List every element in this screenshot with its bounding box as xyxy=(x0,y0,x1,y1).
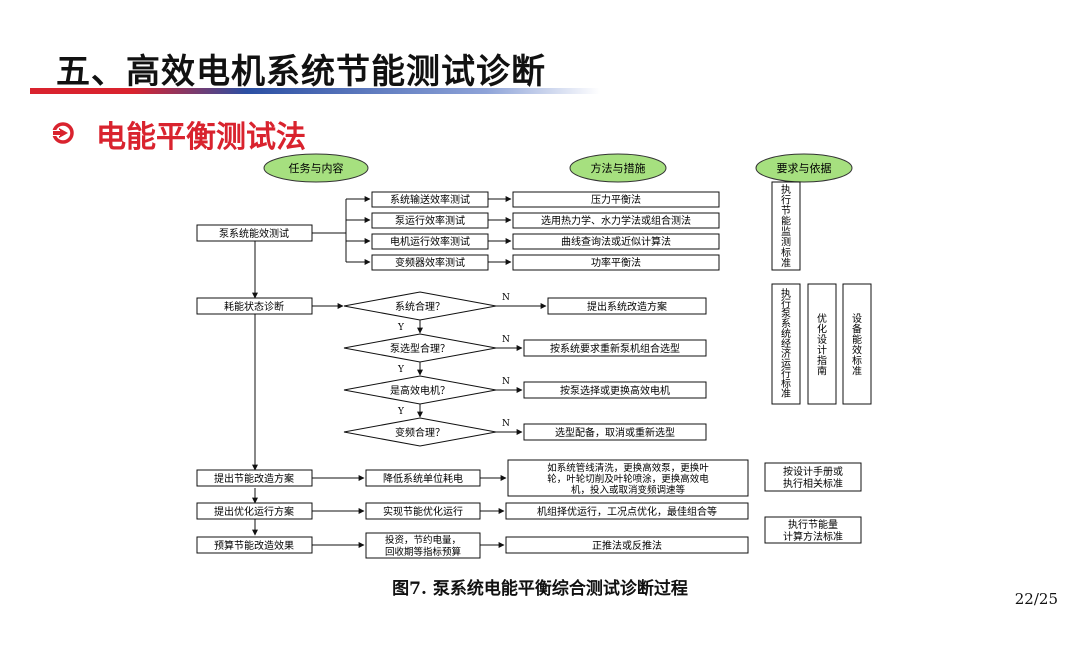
svg-text:方法与措施: 方法与措施 xyxy=(591,161,646,175)
test-system-efficiency: 系统输送效率测试 xyxy=(371,191,489,208)
label-yes: Y xyxy=(397,407,405,417)
test-motor-efficiency: 电机运行效率测试 xyxy=(371,233,489,250)
method-power-balance: 功率平衡法 xyxy=(512,254,720,271)
svg-text:是高效电机？: 是高效电机？ xyxy=(390,384,450,397)
detail-reduce-measures: 如系统管线清洗，更换高效泵，更换叶 轮，叶轮切削及叶轮喷涂，更换高效电 机，投入… xyxy=(507,459,749,497)
svg-text:选型配备，取消或重新选型: 选型配备，取消或重新选型 xyxy=(555,426,675,439)
svg-text:电机运行效率测试: 电机运行效率测试 xyxy=(390,235,470,248)
svg-text:变频器效率测试: 变频器效率测试 xyxy=(395,256,465,269)
title-underline xyxy=(30,88,600,94)
task-pump-efficiency: 泵系统能效测试 xyxy=(196,224,313,242)
svg-text:降低系统单位耗电: 降低系统单位耗电 xyxy=(383,472,463,485)
label-no: N xyxy=(502,377,510,387)
svg-text:实现节能优化运行: 实现节能优化运行 xyxy=(383,505,463,518)
svg-text:执行节能监测标准: 执行节能监测标准 xyxy=(781,183,791,270)
method-pressure-balance: 压力平衡法 xyxy=(512,191,720,208)
svg-text:机，投入或取消变频调速等: 机，投入或取消变频调速等 xyxy=(571,484,686,496)
svg-text:泵选型合理？: 泵选型合理？ xyxy=(390,342,450,355)
header-requirement: 要求与依据 xyxy=(755,153,853,183)
svg-text:系统合理？: 系统合理？ xyxy=(395,300,445,313)
label-no: N xyxy=(502,293,510,303)
figure-caption: 图7. 泵系统电能平衡综合测试诊断过程 xyxy=(392,579,688,599)
standard-equipment-efficiency: 设备能效标准 xyxy=(842,283,872,405)
header-method: 方法与措施 xyxy=(569,153,667,183)
mid-investment-budget: 投资，节约电量， 回收期等指标预算 xyxy=(365,532,481,559)
svg-text:优化设计指南: 优化设计指南 xyxy=(817,312,827,378)
standard-economic-operation: 执行泵系统经济运行标准 xyxy=(771,283,801,405)
arrow-circle-icon xyxy=(52,122,74,144)
header-task: 任务与内容 xyxy=(263,153,369,183)
page-number: 22/25 xyxy=(1014,590,1058,608)
svg-text:按系统要求重新泵机组合选型: 按系统要求重新泵机组合选型 xyxy=(550,342,680,355)
section-subtitle: 电能平衡测试法 xyxy=(96,120,306,155)
standard-design-manual: 按设计手册或 执行相关标准 xyxy=(764,462,862,492)
label-yes: Y xyxy=(397,323,405,333)
decision-system-reasonable: 系统合理？ xyxy=(343,291,497,321)
svg-text:轮，叶轮切削及叶轮喷涂，更换高效电: 轮，叶轮切削及叶轮喷涂，更换高效电 xyxy=(547,473,709,485)
svg-text:计算方法标准: 计算方法标准 xyxy=(783,530,843,543)
label-yes: Y xyxy=(397,365,405,375)
mid-optimize-operation: 实现节能优化运行 xyxy=(365,502,481,520)
decision-inverter-reasonable: 变频合理？ xyxy=(343,417,497,447)
svg-text:执行相关标准: 执行相关标准 xyxy=(783,477,843,490)
label-no: N xyxy=(502,419,510,429)
svg-text:回收期等指标预算: 回收期等指标预算 xyxy=(385,546,461,558)
test-pump-efficiency: 泵运行效率测试 xyxy=(371,212,489,229)
method-thermo-hydro: 选用热力学、水力学法或组合测法 xyxy=(512,212,720,229)
page-title: 五、高效电机系统节能测试诊断 xyxy=(56,52,546,92)
svg-text:耗能状态诊断: 耗能状态诊断 xyxy=(224,300,284,313)
detail-calculation-method: 正推法或反推法 xyxy=(505,536,749,554)
svg-text:任务与内容: 任务与内容 xyxy=(289,161,344,175)
svg-text:如系统管线清洗，更换高效泵，更换叶: 如系统管线清洗，更换高效泵，更换叶 xyxy=(547,462,709,474)
svg-text:按设计手册或: 按设计手册或 xyxy=(783,465,843,478)
standard-design-guide: 优化设计指南 xyxy=(807,283,837,405)
svg-text:系统输送效率测试: 系统输送效率测试 xyxy=(390,193,470,206)
standard-energy-monitoring: 执行节能监测标准 xyxy=(771,181,801,271)
task-state-diagnosis: 耗能状态诊断 xyxy=(196,297,313,315)
task-budget: 预算节能改造效果 xyxy=(196,536,313,554)
svg-text:功率平衡法: 功率平衡法 xyxy=(591,256,641,269)
svg-text:设备能效标准: 设备能效标准 xyxy=(852,313,862,378)
svg-text:提出优化运行方案: 提出优化运行方案 xyxy=(214,505,294,518)
svg-text:机组择优运行，工况点优化，最佳组合等: 机组择优运行，工况点优化，最佳组合等 xyxy=(537,505,717,518)
svg-text:提出系统改造方案: 提出系统改造方案 xyxy=(587,300,667,313)
svg-text:变频合理？: 变频合理？ xyxy=(395,426,445,439)
label-no: N xyxy=(502,335,510,345)
action-inverter-selection: 选型配备，取消或重新选型 xyxy=(523,423,707,441)
mid-reduce-consumption: 降低系统单位耗电 xyxy=(365,469,481,487)
svg-text:选用热力学、水力学法或组合测法: 选用热力学、水力学法或组合测法 xyxy=(541,214,691,227)
task-energy-plan: 提出节能改造方案 xyxy=(196,469,313,487)
decision-high-efficiency-motor: 是高效电机？ xyxy=(343,375,497,405)
svg-text:泵系统能效测试: 泵系统能效测试 xyxy=(219,227,289,240)
standard-energy-saving-calc: 执行节能量 计算方法标准 xyxy=(764,516,862,544)
svg-text:预算节能改造效果: 预算节能改造效果 xyxy=(214,539,294,552)
method-curve-query: 曲线查询法或近似计算法 xyxy=(512,233,720,250)
svg-text:执行节能量: 执行节能量 xyxy=(788,518,838,531)
svg-text:投资，节约电量，: 投资，节约电量， xyxy=(385,534,461,546)
svg-text:提出节能改造方案: 提出节能改造方案 xyxy=(214,472,294,485)
action-system-retrofit: 提出系统改造方案 xyxy=(547,297,707,315)
svg-text:按泵选择或更换高效电机: 按泵选择或更换高效电机 xyxy=(560,384,670,397)
task-optimize-plan: 提出优化运行方案 xyxy=(196,502,313,520)
test-inverter-efficiency: 变频器效率测试 xyxy=(371,254,489,271)
detail-optimize-measures: 机组择优运行，工况点优化，最佳组合等 xyxy=(505,502,749,520)
svg-text:泵运行效率测试: 泵运行效率测试 xyxy=(395,214,465,227)
decision-pump-selection: 泵选型合理？ xyxy=(343,333,497,363)
svg-text:执行泵系统经济运行标准: 执行泵系统经济运行标准 xyxy=(781,287,791,400)
action-reselect-pump: 按系统要求重新泵机组合选型 xyxy=(523,339,707,357)
svg-text:正推法或反推法: 正推法或反推法 xyxy=(592,539,662,552)
svg-text:要求与依据: 要求与依据 xyxy=(777,161,832,175)
svg-text:压力平衡法: 压力平衡法 xyxy=(591,193,641,206)
action-replace-motor: 按泵选择或更换高效电机 xyxy=(523,381,707,399)
svg-text:曲线查询法或近似计算法: 曲线查询法或近似计算法 xyxy=(561,235,671,248)
